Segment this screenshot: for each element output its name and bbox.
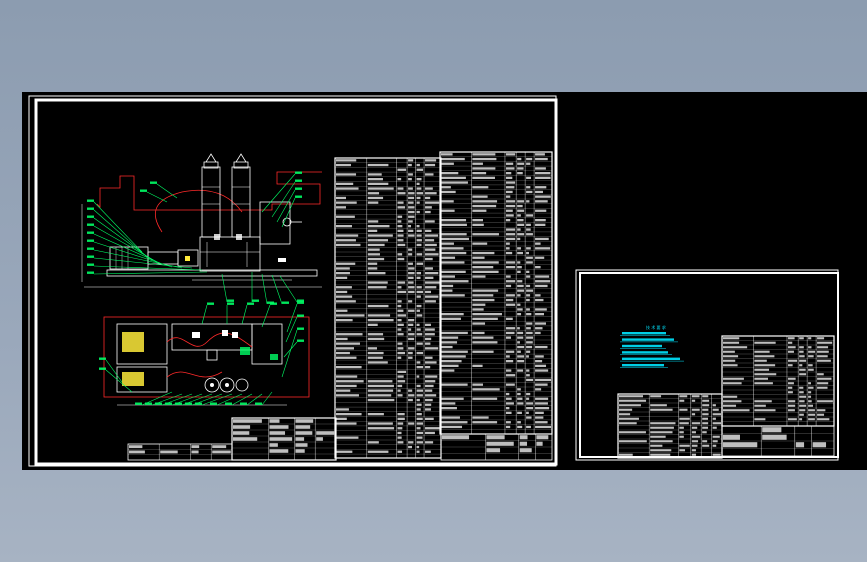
motor-icon xyxy=(109,246,199,270)
parts-list-table xyxy=(439,151,553,435)
drawing-sheet-main xyxy=(28,95,558,467)
callout-leaders-plan xyxy=(99,301,304,406)
elevation-view xyxy=(81,153,322,288)
valve-icon xyxy=(282,217,302,227)
drawing-sheet-secondary xyxy=(575,269,839,461)
notes-title: 技 术 要 求 xyxy=(646,324,666,330)
cylinder-icon xyxy=(201,153,221,238)
gear-icon xyxy=(204,377,249,393)
callout-leaders xyxy=(87,171,304,305)
parts-list-table xyxy=(334,157,442,459)
parts-list-table xyxy=(617,393,723,459)
cad-viewport[interactable]: 技 术 要 求 xyxy=(22,92,867,470)
technical-notes: 技 术 要 求 xyxy=(620,324,684,368)
parts-list-table xyxy=(721,335,835,457)
plan-view xyxy=(103,316,310,406)
cylinder-icon xyxy=(231,153,251,238)
title-block xyxy=(127,417,553,461)
